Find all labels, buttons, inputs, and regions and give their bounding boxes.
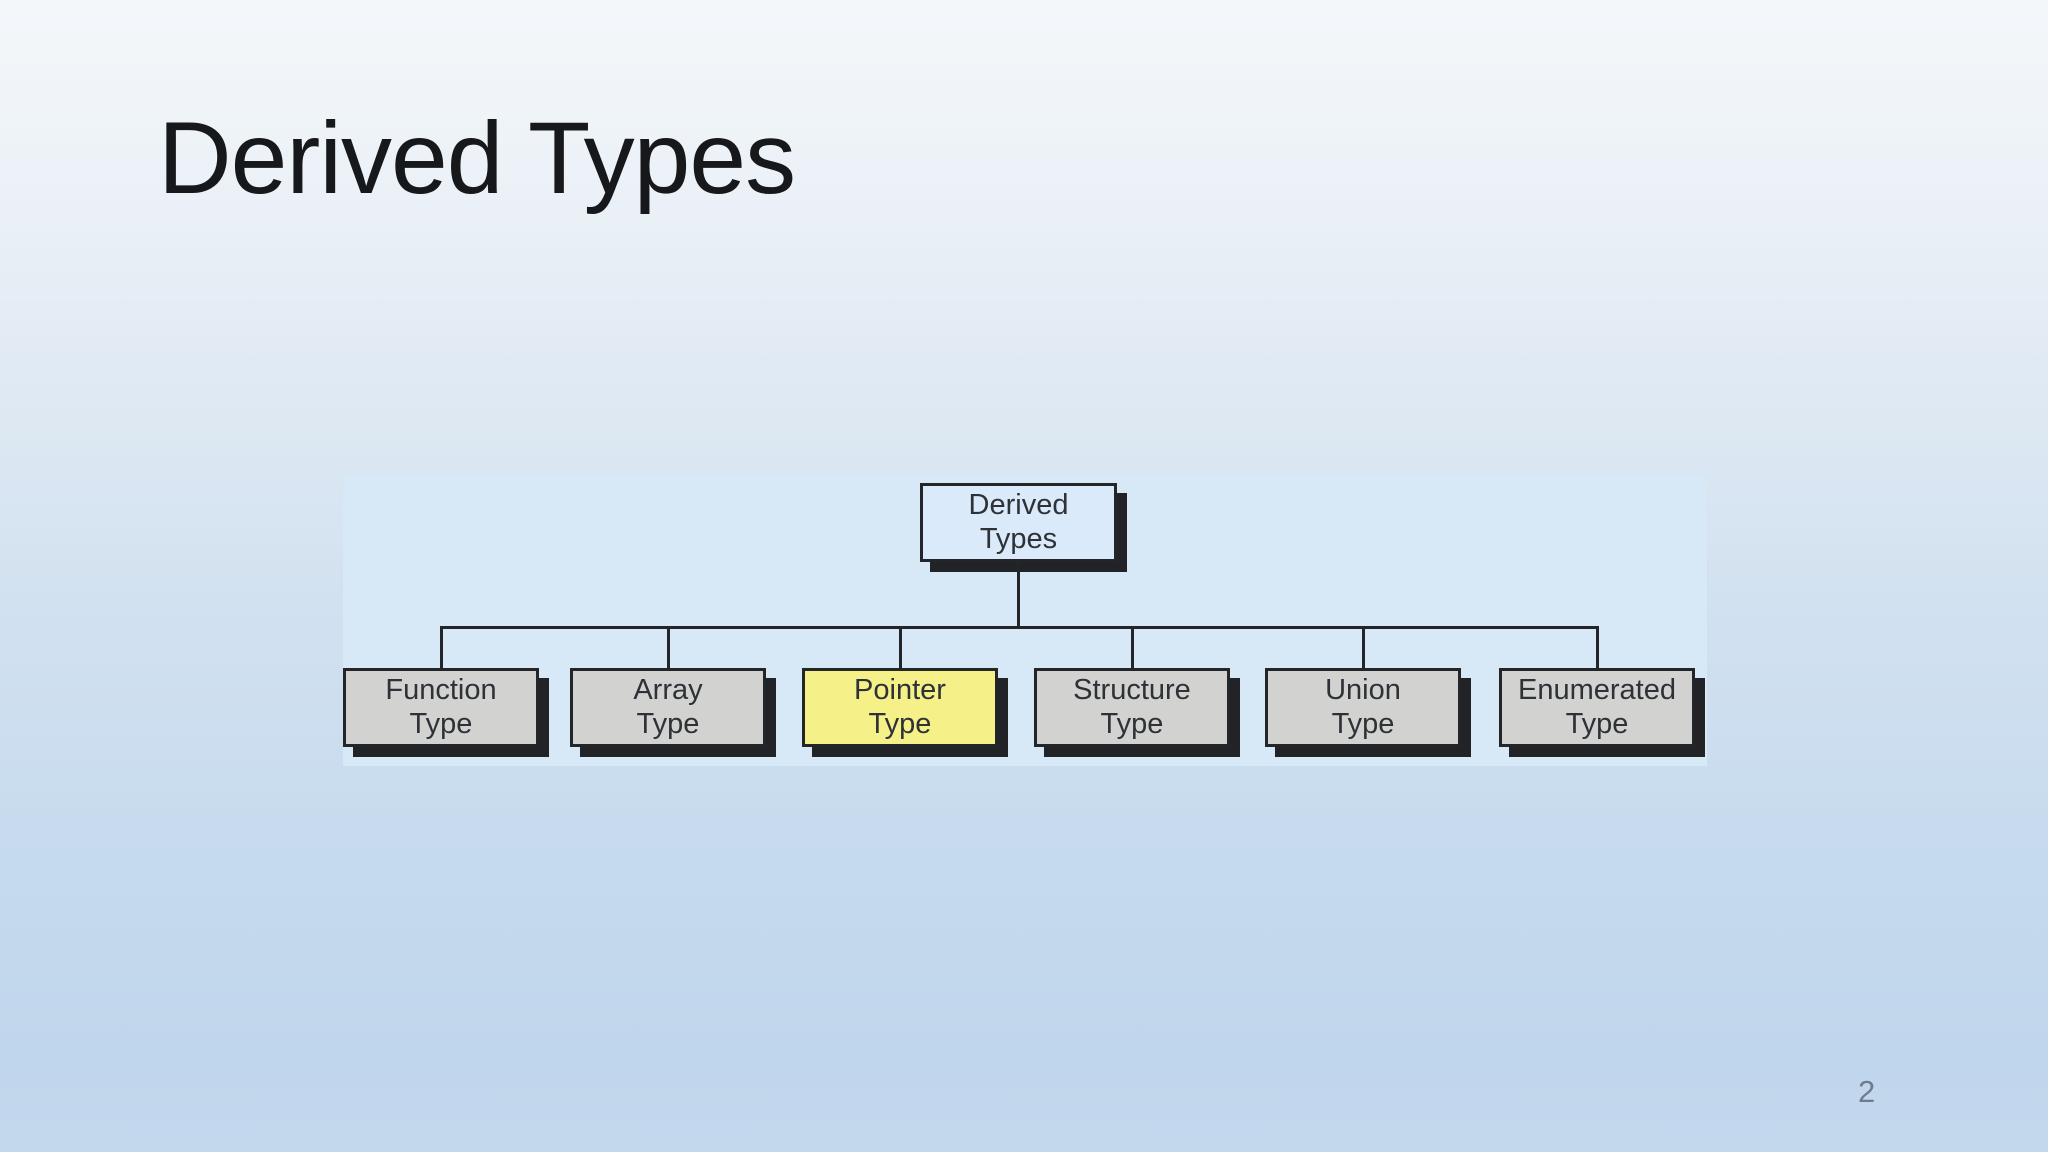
connector-stub-union-type — [1361, 626, 1365, 671]
node-enumerated-type-label: Enumerated Type — [1518, 674, 1676, 740]
connector-bar — [440, 626, 1598, 629]
node-derived-types: Derived Types — [920, 483, 1117, 562]
connector-stub-array-type — [666, 626, 670, 671]
node-union-type: Union Type — [1265, 668, 1461, 747]
connector-stub-pointer-type — [898, 626, 902, 671]
connector-stub-function-type — [439, 626, 443, 671]
node-function-type: Function Type — [343, 668, 539, 747]
connector-stub-structure-type — [1130, 626, 1134, 671]
connector-stub-enumerated-type — [1595, 626, 1599, 671]
node-array-type-label: Array Type — [633, 674, 703, 740]
page-title: Derived Types — [158, 101, 796, 215]
node-enumerated-type: Enumerated Type — [1499, 668, 1695, 747]
node-union-type-label: Union Type — [1325, 674, 1401, 740]
diagram-panel: Derived Types Function Type Array Type Poi… — [343, 475, 1707, 766]
node-array-type: Array Type — [570, 668, 766, 747]
node-pointer-type-label: Pointer Type — [854, 674, 946, 740]
node-derived-types-label: Derived Types — [968, 489, 1069, 555]
node-structure-type-label: Structure Type — [1073, 674, 1191, 740]
connector-trunk — [1017, 562, 1020, 629]
node-function-type-label: Function Type — [385, 674, 497, 740]
page-number: 2 — [1858, 1074, 1876, 1109]
node-pointer-type: Pointer Type — [802, 668, 998, 747]
node-structure-type: Structure Type — [1034, 668, 1230, 747]
